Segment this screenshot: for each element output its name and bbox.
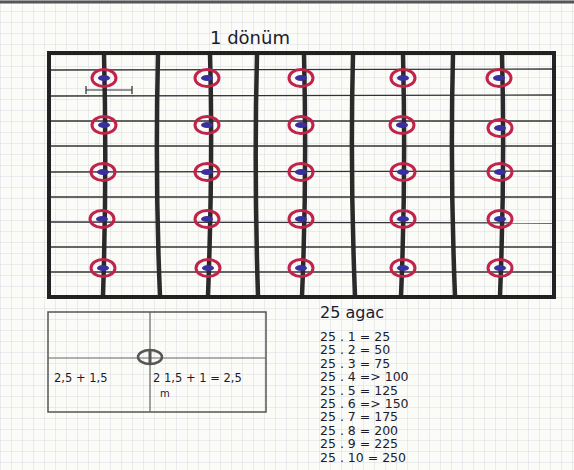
multiplication-line: 25 . 6 => 150 <box>320 397 409 411</box>
tree <box>487 70 511 87</box>
tree <box>289 70 313 87</box>
tree <box>488 211 512 228</box>
tree <box>488 164 512 181</box>
tree <box>289 211 313 228</box>
tree <box>391 70 415 87</box>
tree-detail <box>48 312 266 412</box>
unit-note: m <box>160 388 170 399</box>
detail-tree <box>138 350 162 364</box>
multiplication-line: 25 . 7 = 175 <box>320 410 398 424</box>
tree <box>488 260 512 277</box>
tree <box>92 117 116 134</box>
multiplication-line: 25 . 2 = 50 <box>320 343 390 357</box>
detail-column <box>149 312 150 412</box>
tree <box>92 70 116 87</box>
tree <box>289 260 313 277</box>
field-border <box>49 53 554 297</box>
tree-count: 25 agac <box>320 304 384 322</box>
dimension-note: 2 1,5 + 1 = 2,5 <box>153 372 242 385</box>
multiplication-line: 25 . 10 = 250 <box>320 451 406 465</box>
multiplication-line: 25 . 5 = 125 <box>320 384 398 398</box>
detail-frame <box>48 312 266 412</box>
tree <box>195 70 219 87</box>
multiplication-line: 25 . 1 = 25 <box>320 330 390 344</box>
multiplication-line: 25 . 3 = 75 <box>320 357 390 371</box>
tree <box>91 164 115 181</box>
multiplication-line: 25 . 9 = 225 <box>320 437 398 451</box>
tree <box>390 117 414 134</box>
detail-row <box>48 357 266 358</box>
tree <box>195 164 219 181</box>
dimension-note: 2,5 + 1,5 <box>54 372 108 385</box>
tree <box>289 117 313 134</box>
tree <box>195 211 219 228</box>
detail-trunk <box>149 350 152 364</box>
tree <box>196 260 220 277</box>
tree <box>488 120 512 137</box>
field-grid <box>49 53 554 297</box>
tree <box>391 164 415 181</box>
tree <box>90 211 114 228</box>
trees <box>90 70 512 277</box>
tree <box>391 260 415 277</box>
tree <box>91 260 115 277</box>
tree <box>289 164 313 181</box>
row-lines <box>50 69 553 272</box>
column-lines <box>103 54 503 296</box>
multiplication-line: 25 . 8 = 200 <box>320 424 398 438</box>
tree <box>391 211 415 228</box>
page-edge <box>0 1 574 4</box>
sketch-title: 1 dönüm <box>210 28 290 48</box>
multiplication-line: 25 . 4 => 100 <box>320 370 409 384</box>
tree <box>195 117 219 134</box>
